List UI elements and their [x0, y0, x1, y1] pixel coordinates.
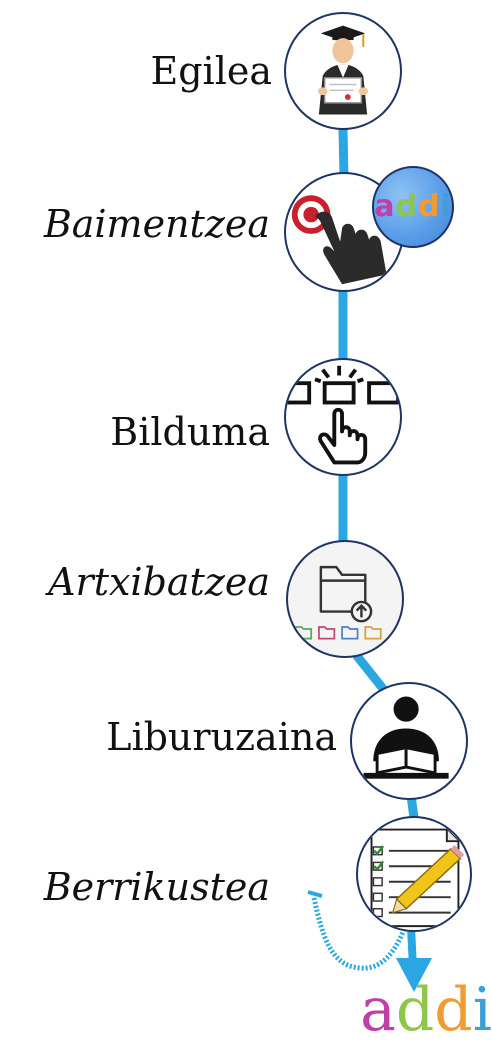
- step-node-liburuzaina: [350, 682, 468, 800]
- addi-logo-letter: d: [434, 975, 473, 1045]
- step-node-egilea: [284, 12, 402, 130]
- reader-icon: [363, 696, 449, 779]
- step-label-egilea: Egilea: [150, 49, 272, 93]
- addi-logo-letter: d: [395, 975, 435, 1045]
- addi-badge-letter: a: [374, 189, 396, 224]
- addi-badge: addi: [372, 166, 454, 248]
- addi-logo-letter: i: [472, 975, 492, 1045]
- step-node-bilduma: [284, 358, 402, 476]
- checklist-pencil-icon: [370, 828, 465, 928]
- graduate-icon: [317, 25, 369, 115]
- step-label-bilduma: Bilduma: [110, 410, 270, 454]
- touch-button-icon: [291, 195, 387, 285]
- step-label-liburuzaina: Liburuzaina: [106, 715, 337, 759]
- addi-logo-letter: a: [360, 975, 396, 1045]
- step-node-berrikustea: [356, 816, 472, 932]
- addi-badge-letter: d: [417, 189, 441, 224]
- step-label-baimentzea: Baimentzea: [43, 202, 270, 246]
- step-label-berrikustea: Berrikustea: [43, 865, 270, 909]
- addi-logo: addi: [360, 975, 492, 1045]
- select-collection-icon: [286, 365, 400, 465]
- step-label-artxibatzea: Artxibatzea: [48, 560, 270, 604]
- addi-badge-letter: i: [440, 189, 452, 224]
- addi-badge-letter: d: [395, 189, 418, 224]
- folder-upload-icon: [294, 565, 382, 640]
- step-node-artxibatzea: [286, 540, 404, 658]
